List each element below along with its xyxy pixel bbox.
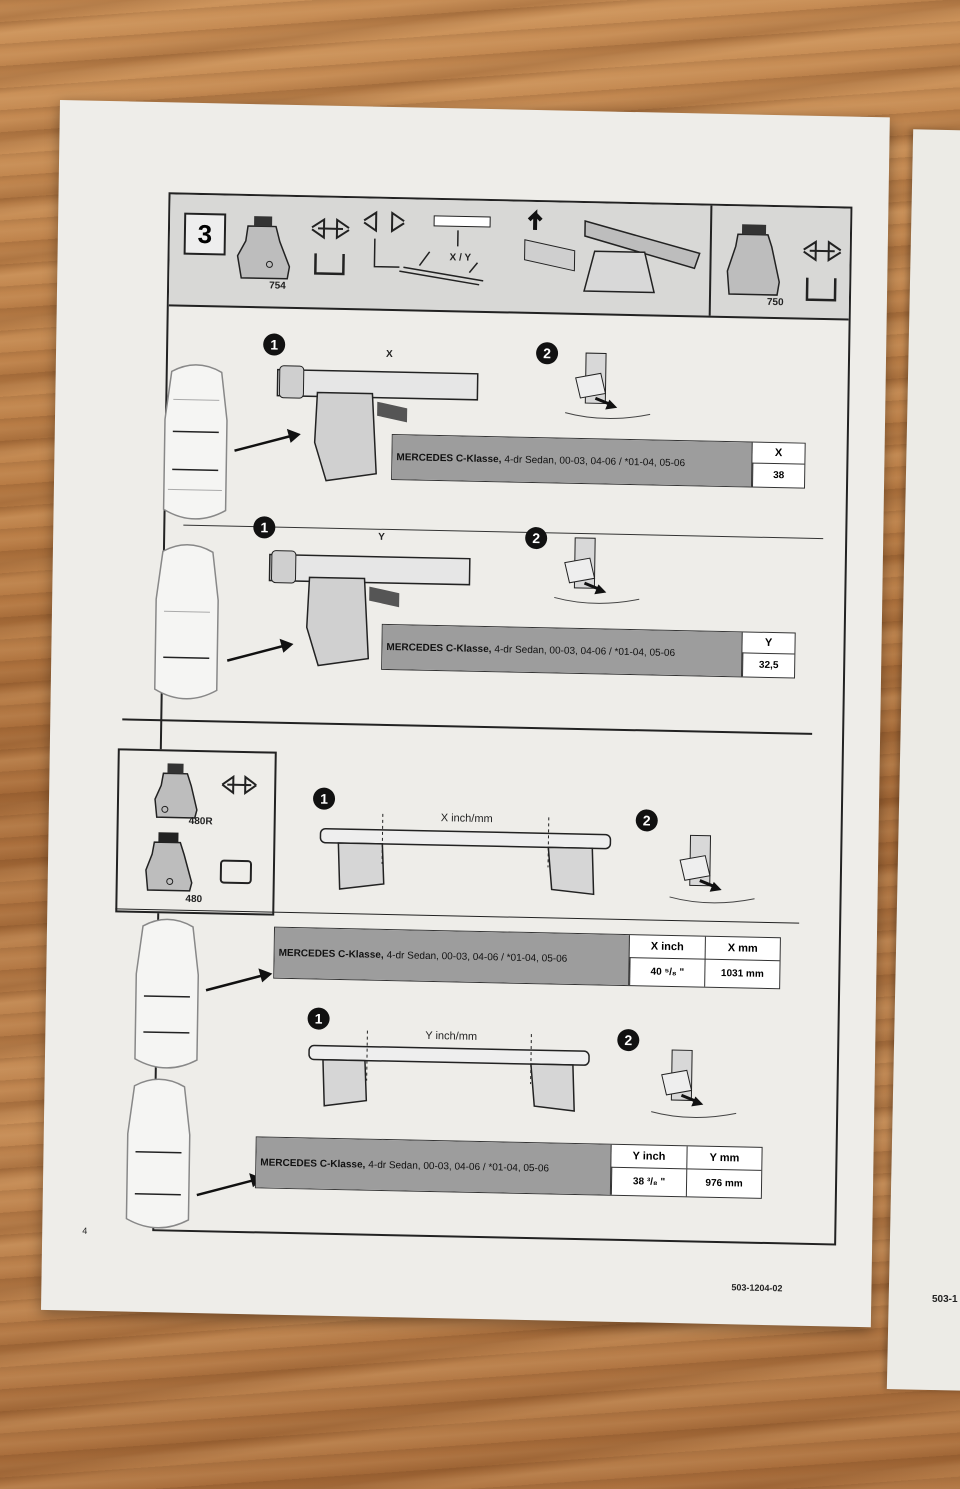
clamp-tighten-icon (565, 352, 651, 420)
header-divider (708, 205, 713, 316)
step-2-badge: 2 (535, 342, 559, 365)
x-mm-header: X mm (704, 936, 780, 961)
car-model-detail-2: 4-dr Sedan, 00-03, 04-06 / *01-04, 05-06 (494, 643, 676, 659)
car-model-cell-3: MERCEDES C-Klasse, 4-dr Sedan, 00-03, 04… (274, 927, 630, 986)
arrow-to-table (205, 968, 273, 992)
y-inch-value: 38 ³/₈ " (610, 1166, 687, 1197)
y-marker: Y (378, 531, 385, 543)
clamp-profile-icon (311, 217, 350, 276)
x-mm-value: 1031 mm (704, 958, 780, 989)
header-strip: 3 754 X / Y (168, 194, 851, 321)
crossbar-y-icon (308, 1030, 590, 1112)
foot-754-icon (236, 216, 291, 280)
foot-750-label: 750 (766, 296, 784, 309)
step-1-badge-4: 1 (307, 1007, 330, 1030)
x-inch-value: 40 ⁵/₈ " (629, 957, 705, 987)
y-mm-value: 976 mm (685, 1168, 762, 1198)
instruction-frame: 3 754 X / Y (115, 192, 853, 1246)
car-model-detail-3: 4-dr Sedan, 00-03, 04-06 / *01-04, 05-06 (386, 949, 568, 965)
step-number-box: 3 (183, 212, 227, 256)
x-inch-header: X inch (650, 940, 684, 954)
step-2-badge-3: 2 (635, 809, 658, 832)
car-model-bold-4: MERCEDES C-Klasse, (260, 1156, 366, 1171)
foot-754-label: 754 (269, 280, 286, 292)
car-top-view-icon-2 (154, 544, 219, 700)
crossbar-x-icon (319, 813, 612, 896)
y-value: 32,5 (742, 652, 795, 678)
manual-page: 3 754 X / Y (40, 100, 890, 1328)
bar-mount-icon (524, 209, 701, 294)
clamp-profile-icon-2 (803, 240, 842, 302)
foot-750-icon (726, 224, 780, 296)
car-top-view-icon-4 (125, 1078, 191, 1229)
arrow-to-detail-2 (226, 638, 294, 662)
y-mm-header: Y mm (686, 1146, 762, 1170)
car-model-detail-4: 4-dr Sedan, 00-03, 04-06 / *01-04, 05-06 (368, 1159, 550, 1174)
car-top-view-icon (162, 364, 228, 520)
fit-table-y-mm: MERCEDES C-Klasse, 4-dr Sedan, 00-03, 04… (254, 1136, 763, 1199)
x-value: 38 (752, 462, 805, 488)
foot-bar-detail-icon (276, 365, 479, 482)
x-marker: X (385, 348, 393, 361)
car-model-bold-2: MERCEDES C-Klasse, (386, 641, 492, 655)
xy-label: X / Y (449, 252, 472, 264)
section-divider (122, 718, 813, 735)
foot-480-icon (145, 832, 193, 892)
clamp-profile-icon-3 (221, 774, 257, 795)
y-column-header: Y (764, 636, 773, 650)
step-1-badge: 1 (263, 333, 286, 356)
foot-kit-box: 480R 480 (115, 748, 277, 916)
y-bar-label: Y inch/mm (425, 1029, 478, 1043)
fit-step-diagram-icon (363, 210, 491, 286)
car-model-detail: 4-dr Sedan, 00-03, 04-06 / *01-04, 05-06 (504, 453, 686, 469)
y-inch-header: Y inch (632, 1150, 666, 1163)
fit-table-x-mm: MERCEDES C-Klasse, 4-dr Sedan, 00-03, 04… (273, 926, 781, 990)
step-1-badge-3: 1 (312, 787, 336, 810)
x-bar-label: X inch/mm (440, 812, 493, 826)
foot-480r-icon (154, 763, 198, 819)
car-model-cell-2: MERCEDES C-Klasse, 4-dr Sedan, 00-03, 04… (382, 624, 743, 677)
fit-table-x: MERCEDES C-Klasse, 4-dr Sedan, 00-03, 04… (391, 434, 806, 489)
car-top-view-icon-3 (134, 918, 200, 1069)
foot-480-label: 480 (185, 893, 203, 906)
arrow-to-detail (234, 428, 301, 452)
clamp-tighten-icon-4 (651, 1049, 737, 1118)
facing-page-code: 503-1 (932, 1294, 958, 1305)
car-model-cell: MERCEDES C-Klasse, 4-dr Sedan, 00-03, 04… (392, 435, 753, 487)
car-model-cell-4: MERCEDES C-Klasse, 4-dr Sedan, 00-03, 04… (255, 1137, 612, 1195)
document-code: 503-1204-02 (731, 1282, 783, 1294)
x-column-header: X (774, 447, 783, 460)
clamp-tighten-icon-3 (669, 834, 755, 904)
step-1-badge-2: 1 (253, 516, 276, 539)
step-2-badge-4: 2 (617, 1028, 640, 1052)
clamp-tighten-icon-2 (554, 537, 640, 604)
step-2-badge-2: 2 (525, 526, 548, 550)
car-model-bold: MERCEDES C-Klasse, (396, 451, 502, 465)
page-number: 4 (82, 1225, 88, 1236)
foot-bar-detail-icon-2 (268, 550, 471, 667)
fit-table-y: MERCEDES C-Klasse, 4-dr Sedan, 00-03, 04… (381, 623, 796, 679)
foot-480r-label: 480R (188, 815, 213, 828)
faint-divider (183, 524, 824, 540)
square-profile-icon (219, 859, 253, 885)
car-model-bold-3: MERCEDES C-Klasse, (278, 947, 384, 961)
